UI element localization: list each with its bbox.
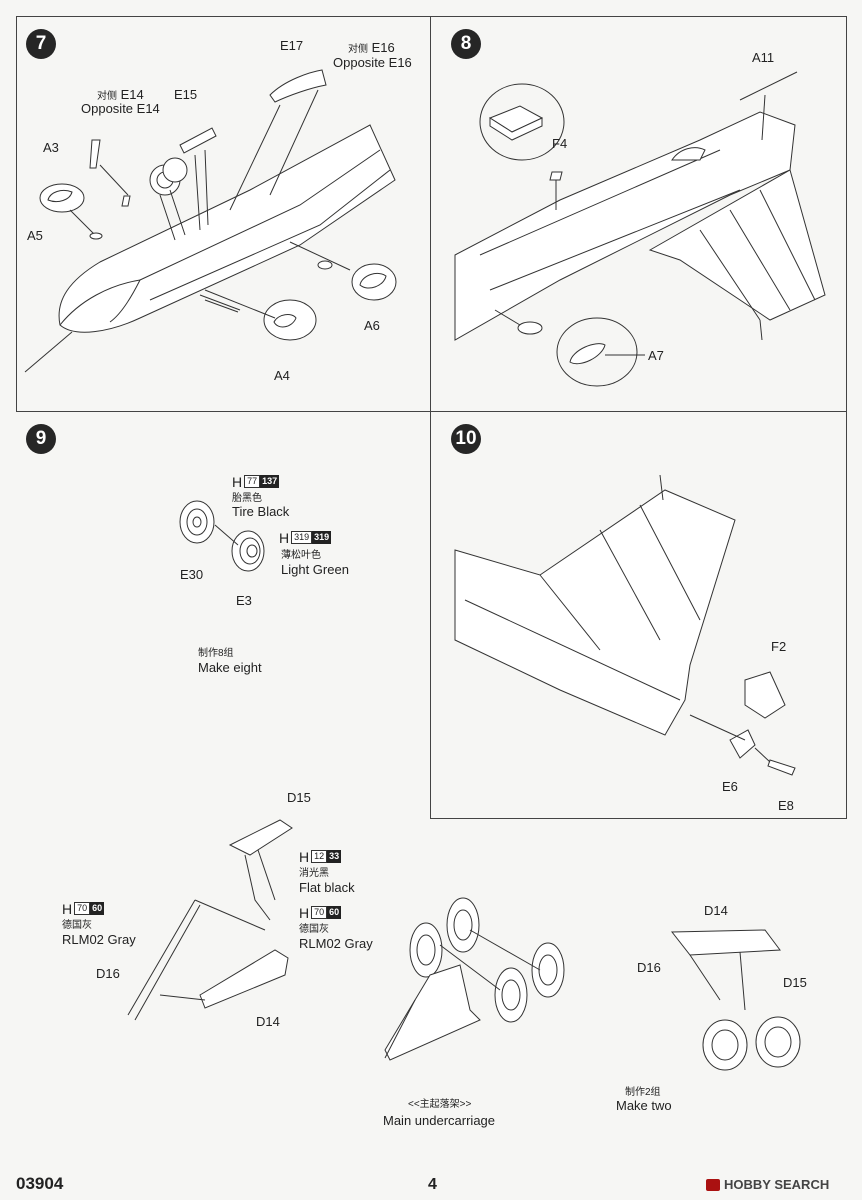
step-10-badge: 10 bbox=[451, 424, 481, 454]
e16-chinese-note: 对侧 bbox=[348, 44, 368, 55]
part-label-f4: F4 bbox=[552, 136, 568, 151]
step-9-wheel-drawing bbox=[179, 500, 265, 572]
paint-code-box: 77 bbox=[244, 475, 261, 488]
page-number: 4 bbox=[428, 1176, 437, 1193]
part-label-a4: A4 bbox=[274, 368, 290, 383]
paint-code-box: 319 bbox=[291, 531, 313, 544]
part-label-d15: D15 bbox=[287, 790, 311, 805]
part-label-e8: E8 bbox=[778, 798, 794, 813]
watermark-text: HOBBY SEARCH bbox=[724, 1177, 830, 1192]
paint-number-box: 60 bbox=[327, 906, 342, 919]
part-label-right-d15: D15 bbox=[783, 975, 807, 990]
left-strut-drawing bbox=[127, 819, 293, 1021]
paint-callout-tire-black: H 77 137 bbox=[232, 473, 280, 490]
part-label-e6: E6 bbox=[722, 779, 738, 794]
part-label-a5: A5 bbox=[27, 228, 43, 243]
part-label-d16: D16 bbox=[96, 966, 120, 981]
step-8-fuselage-drawing bbox=[454, 71, 826, 387]
main-undercarriage-label: Main undercarriage bbox=[383, 1113, 496, 1128]
paint-h-prefix: H bbox=[299, 848, 310, 865]
e14-code: E14 bbox=[120, 87, 144, 102]
main-undercarriage-chinese: <<主起落架>> bbox=[408, 1099, 472, 1110]
e16-code: E16 bbox=[371, 40, 395, 55]
paint-callout-flat-black: H 12 33 bbox=[299, 848, 342, 865]
make-eight-chinese: 制作8组 bbox=[198, 648, 234, 659]
step-9-panel-divider bbox=[16, 411, 431, 412]
watermark-logo-icon bbox=[706, 1178, 720, 1191]
part-label-right-d14: D14 bbox=[704, 903, 728, 918]
part-label-right-d16: D16 bbox=[637, 960, 661, 975]
paint-code-box: 12 bbox=[311, 850, 328, 863]
watermark: HOBBY SEARCH bbox=[706, 1177, 829, 1192]
step-7-fuselage-drawing bbox=[24, 69, 397, 373]
part-label-e16: 对侧 E16 bbox=[348, 40, 395, 57]
paint-callout-light-green: H 319 319 bbox=[279, 529, 332, 546]
opposite-e16-label: Opposite E16 bbox=[333, 55, 412, 70]
part-label-a7: A7 bbox=[648, 348, 664, 363]
part-label-e3: E3 bbox=[236, 593, 252, 608]
part-label-e17: E17 bbox=[280, 38, 304, 53]
step-10-panel bbox=[430, 411, 847, 819]
paint-name-rlm02-left: RLM02 Gray bbox=[62, 932, 136, 947]
paint-h-prefix: H bbox=[232, 473, 243, 490]
make-eight-label: Make eight bbox=[198, 660, 262, 675]
paint-name-light-green: Light Green bbox=[281, 562, 349, 577]
paint-code-box: 70 bbox=[74, 902, 91, 915]
part-label-a11: A11 bbox=[752, 50, 775, 65]
paint-h-prefix: H bbox=[279, 529, 290, 546]
step-7-badge: 7 bbox=[26, 29, 56, 59]
step-9-badge: 9 bbox=[26, 424, 56, 454]
main-undercarriage-drawing bbox=[384, 897, 565, 1061]
paint-chinese-rlm02-right: 德国灰 bbox=[299, 924, 329, 935]
part-label-f2: F2 bbox=[771, 639, 787, 654]
paint-number-box: 319 bbox=[312, 531, 332, 544]
step-10-tail-drawing bbox=[454, 474, 796, 776]
e14-chinese-note: 对侧 bbox=[97, 91, 117, 102]
step-8-badge: 8 bbox=[451, 29, 481, 59]
paint-number-box: 60 bbox=[90, 902, 105, 915]
paint-chinese-tire-black: 胎黑色 bbox=[232, 493, 262, 504]
make-two-chinese: 制作2组 bbox=[625, 1087, 661, 1098]
paint-name-rlm02-right: RLM02 Gray bbox=[299, 936, 373, 951]
paint-h-prefix: H bbox=[299, 904, 310, 921]
paint-callout-rlm02-right: H 70 60 bbox=[299, 904, 342, 921]
paint-name-flat-black: Flat black bbox=[299, 880, 355, 895]
paint-chinese-flat-black: 消光黑 bbox=[299, 868, 329, 879]
paint-name-tire-black: Tire Black bbox=[232, 504, 290, 519]
part-label-e15: E15 bbox=[174, 87, 198, 102]
part-label-e14: 对侧 E14 bbox=[97, 87, 144, 104]
paint-callout-rlm02-left: H 70 60 bbox=[62, 900, 105, 917]
paint-chinese-light-green: 薄松叶色 bbox=[281, 550, 321, 561]
part-label-a6: A6 bbox=[364, 318, 380, 333]
paint-code-box: 70 bbox=[311, 906, 328, 919]
paint-number-box: 33 bbox=[327, 850, 342, 863]
paint-number-box: 137 bbox=[260, 475, 280, 488]
make-two-label: Make two bbox=[616, 1098, 672, 1113]
kit-number: 03904 bbox=[16, 1174, 64, 1193]
part-label-a3: A3 bbox=[43, 140, 59, 155]
paint-chinese-rlm02-left: 德国灰 bbox=[62, 920, 92, 931]
part-label-e30: E30 bbox=[180, 567, 204, 582]
part-label-d14: D14 bbox=[256, 1014, 280, 1029]
right-strut-drawing bbox=[670, 929, 801, 1071]
paint-h-prefix: H bbox=[62, 900, 73, 917]
opposite-e14-label: Opposite E14 bbox=[81, 101, 160, 116]
